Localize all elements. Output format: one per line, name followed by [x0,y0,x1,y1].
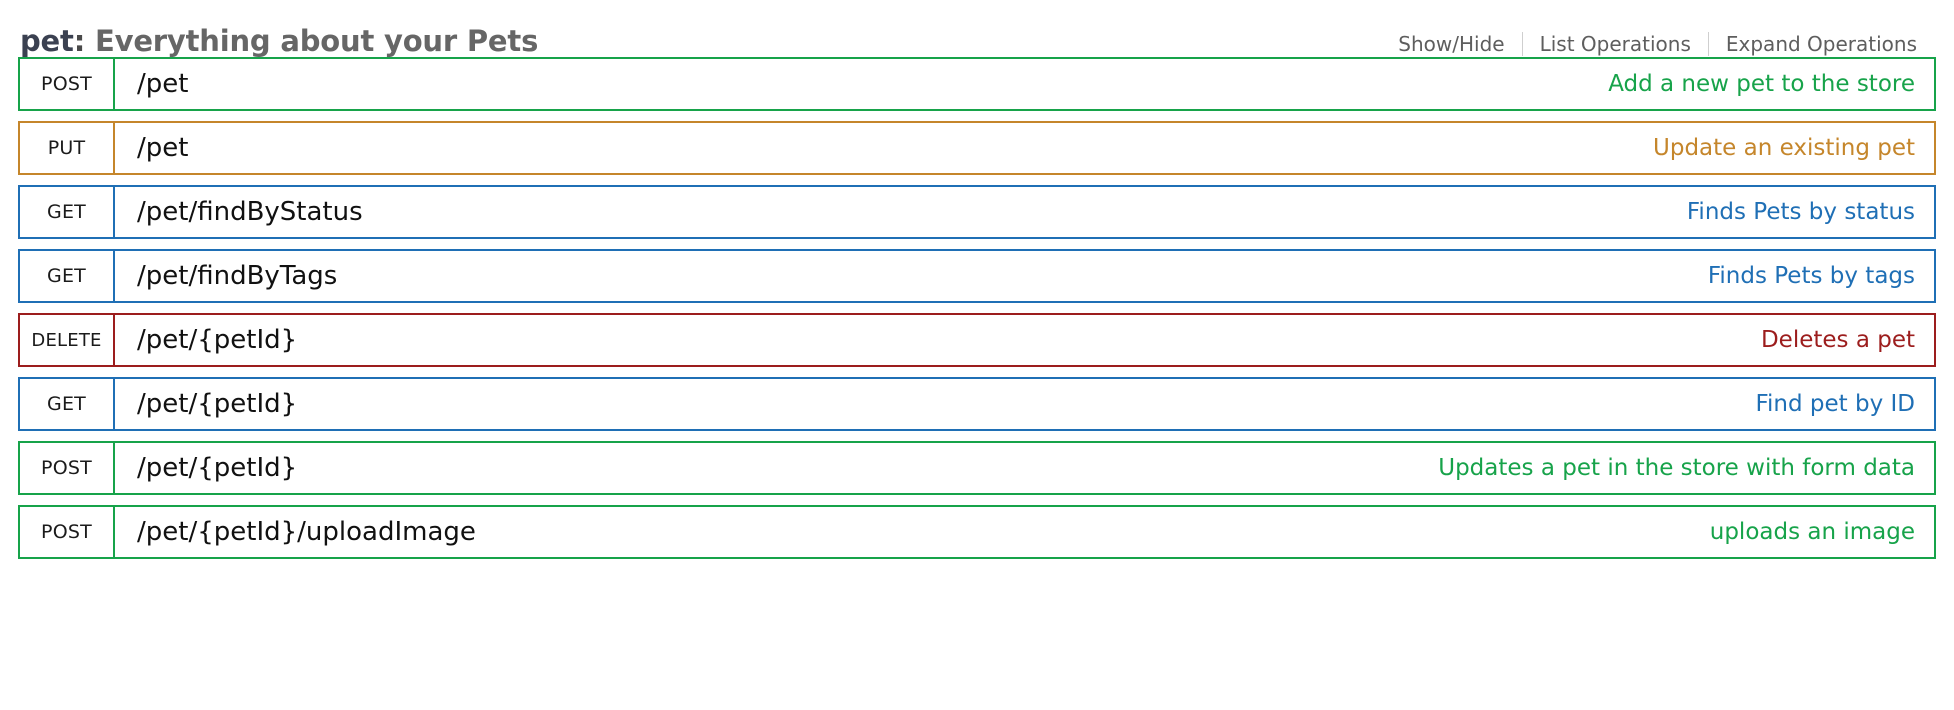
page-title[interactable]: pet: Everything about your Pets [20,24,538,58]
operation-path[interactable]: /pet/{petId} [137,389,298,419]
list-operations-link[interactable]: List Operations [1539,32,1691,57]
operation-summary[interactable]: Updates a pet in the store with form dat… [1438,455,1915,481]
resource-header: pet: Everything about your Pets Show/Hid… [18,0,1936,58]
http-method-badge: GET [20,187,115,237]
operation-row[interactable]: GET /pet/findByTags Finds Pets by tags [18,249,1936,303]
resource-title-separator: : [73,24,86,59]
operation-summary[interactable]: Deletes a pet [1760,327,1915,353]
http-method-badge: GET [20,379,115,429]
operation-row[interactable]: GET /pet/findByStatus Finds Pets by stat… [18,185,1936,239]
operation-path[interactable]: /pet [137,69,189,99]
operation-summary[interactable]: Finds Pets by tags [1707,263,1915,289]
operation-row[interactable]: GET /pet/{petId} Find pet by ID [18,377,1936,431]
operation-path[interactable]: /pet/{petId}/uploadImage [137,517,476,547]
resource-pet: pet: Everything about your Pets Show/Hid… [18,0,1936,559]
option-divider [1707,32,1709,57]
operation-spacer [188,59,1608,109]
operation-path[interactable]: /pet/{petId} [137,453,298,483]
resource-options: Show/Hide List Operations Expand Operati… [1381,32,1934,57]
operation-summary[interactable]: Finds Pets by status [1686,199,1915,225]
operation-spacer [297,379,1755,429]
operation-spacer [337,251,1707,301]
resource-tag-name: pet [20,24,74,59]
operation-spacer [297,443,1438,493]
show-hide-link[interactable]: Show/Hide [1398,32,1505,57]
operation-path[interactable]: /pet/findByStatus [137,197,363,227]
operation-summary[interactable]: Find pet by ID [1755,391,1915,417]
http-method-badge: POST [20,507,115,557]
http-method-badge: PUT [20,123,115,173]
http-method-badge: DELETE [20,315,115,365]
http-method-badge: POST [20,59,115,109]
operation-summary[interactable]: Update an existing pet [1653,135,1915,161]
operation-row[interactable]: POST /pet/{petId} Updates a pet in the s… [18,441,1936,495]
operation-row[interactable]: DELETE /pet/{petId} Deletes a pet [18,313,1936,367]
operation-spacer [188,123,1653,173]
operation-path[interactable]: /pet/{petId} [137,325,298,355]
http-method-badge: GET [20,251,115,301]
http-method-badge: POST [20,443,115,493]
operation-row[interactable]: POST /pet Add a new pet to the store [18,57,1936,111]
operation-path[interactable]: /pet/findByTags [137,261,338,291]
operation-path[interactable]: /pet [137,133,189,163]
resource-tag-description: Everything about your Pets [95,24,539,59]
operation-row[interactable]: POST /pet/{petId}/uploadImage uploads an… [18,505,1936,559]
operation-row[interactable]: PUT /pet Update an existing pet [18,121,1936,175]
operation-summary[interactable]: uploads an image [1709,519,1915,545]
operation-spacer [297,315,1761,365]
option-divider [1521,32,1523,57]
operation-spacer [476,507,1710,557]
operations-list: POST /pet Add a new pet to the store PUT… [18,57,1936,559]
operation-summary[interactable]: Add a new pet to the store [1608,71,1915,97]
expand-operations-link[interactable]: Expand Operations [1725,32,1917,57]
operation-spacer [363,187,1687,237]
